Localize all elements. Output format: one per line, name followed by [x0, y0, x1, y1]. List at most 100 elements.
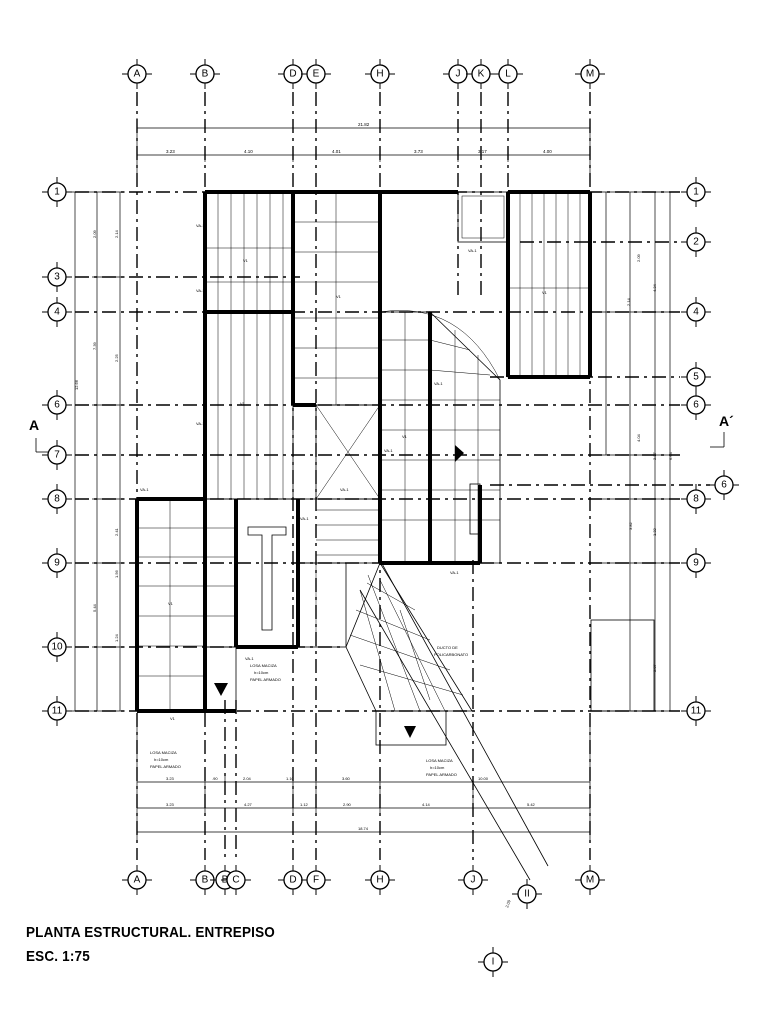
dim-right-6: 2.07: [652, 663, 657, 672]
svg-text:11: 11: [691, 706, 702, 717]
svg-text:A: A: [134, 875, 141, 886]
dim-bot2-2: 1.12: [300, 802, 309, 807]
dim-bot1-0: 3.23: [166, 776, 175, 781]
svg-text:9: 9: [693, 558, 699, 569]
losa-note-1b: h=10cm: [154, 757, 169, 762]
joist-label: V1: [402, 434, 408, 439]
beam-labels: VA-1 VA-1 VA-1 VA-1 VA-1 VA-1 VA-1 VA-1 …: [140, 223, 548, 721]
dim-top-total: 21.82: [358, 122, 370, 127]
dim-bot2-3: 2.90: [343, 802, 352, 807]
axis-bubble-top: B: [190, 59, 220, 89]
dim-left-4: 2.41: [114, 527, 119, 536]
losa-note-1c: PAPEL ARMADO: [150, 764, 181, 769]
dim-bot2-5: 5.42: [527, 802, 536, 807]
svg-text:E: E: [313, 69, 320, 80]
axis-bubble-bottom: II: [512, 879, 542, 909]
dim-bot1-4: 3.60: [342, 776, 351, 781]
ducto-note-1: DUCTO DE: [437, 645, 458, 650]
joist-label: V1: [243, 258, 249, 263]
beam-label: VA-1: [340, 487, 349, 492]
axis-bubble-bottom: C: [221, 865, 251, 895]
svg-text:K: K: [478, 69, 485, 80]
svg-text:4: 4: [54, 307, 60, 318]
beam-label: VA-1: [434, 381, 443, 386]
svg-text:6: 6: [54, 400, 60, 411]
dim-top-4: 3.17: [478, 149, 487, 154]
axis-bubble-left: 3: [42, 262, 72, 292]
beam-label: VA-1: [384, 448, 393, 453]
svg-text:L: L: [505, 69, 511, 80]
axis-bubble-bottom: A: [122, 865, 152, 895]
joist-label: V1: [168, 601, 174, 606]
dim-left-7: 1.24: [114, 633, 119, 642]
axis-bubble-top: A: [122, 59, 152, 89]
axis-bubble-top: K: [466, 59, 496, 89]
svg-text:8: 8: [54, 494, 60, 505]
axis-bubble-right: 8: [681, 484, 711, 514]
dim-left-6: 5.44: [92, 603, 97, 612]
dim-right-4: 3.82: [628, 521, 633, 530]
dim-bot1-1: .90: [212, 776, 218, 781]
losa-note-2a: LOSA MACIZA: [250, 663, 277, 668]
axis-bubble-top: J: [443, 59, 473, 89]
svg-text:C: C: [232, 875, 239, 886]
section-mark-left: A: [29, 417, 39, 433]
dim-left-2: 7.39: [92, 341, 97, 350]
top-dimension-chains: [136, 118, 591, 185]
axis-bubble-right: 2: [681, 227, 711, 257]
beam-label: VA-1: [196, 421, 205, 426]
axis-bubble-left: 10: [42, 632, 72, 662]
axis-bubble-left: 9: [42, 548, 72, 578]
axis-bubble-bottom: F: [301, 865, 331, 895]
svg-text:M: M: [586, 875, 594, 886]
svg-text:7: 7: [54, 450, 60, 461]
dim-bot2-4: 4.14: [422, 802, 431, 807]
beams: [135, 190, 592, 713]
svg-text:M: M: [586, 69, 594, 80]
losa-note-3b: h=10cm: [430, 765, 445, 770]
axis-bubble-left: 11: [42, 696, 72, 726]
axis-bubble-bottom: M: [575, 865, 605, 895]
left-dimension-chains: [70, 191, 125, 712]
dim-top-2: 4.01: [332, 149, 341, 154]
beam-label: VA-1: [140, 487, 149, 492]
svg-text:I: I: [492, 957, 495, 968]
axis-bubble-left: 6: [42, 390, 72, 420]
axis-bubble-bottom: I: [478, 947, 508, 977]
section-mark-right: A´: [719, 413, 734, 429]
losa-note-2c: PAPEL ARMADO: [250, 677, 281, 682]
svg-text:1: 1: [54, 187, 60, 198]
dim-left-3: 2.25: [114, 353, 119, 362]
svg-text:II: II: [524, 889, 530, 900]
dim-bot-total: 18.74: [358, 826, 369, 831]
ducto-note-2: POLICARBONATO: [434, 652, 468, 657]
dim-left-1: 2.09: [92, 229, 97, 238]
svg-text:11: 11: [52, 706, 63, 717]
losa-note-1a: LOSA MACIZA: [150, 750, 177, 755]
svg-text:1: 1: [693, 187, 699, 198]
dim-right-3: 4.04: [636, 433, 641, 442]
beam-label: VA-1: [300, 516, 309, 521]
dim-top-3: 3.73: [414, 149, 423, 154]
axis-bubble-top: H: [365, 59, 395, 89]
dim-bot1-2: 2.04: [243, 776, 252, 781]
svg-text:3: 3: [54, 272, 60, 283]
axis-bubble-left: 1: [42, 177, 72, 207]
svg-text:9: 9: [54, 558, 60, 569]
axis-bubble-left: 4: [42, 297, 72, 327]
svg-text:6: 6: [721, 480, 727, 491]
axis-bubble-top: E: [301, 59, 331, 89]
right-dimension-chains: [590, 191, 675, 712]
dim-top-1: 4.10: [244, 149, 253, 154]
svg-text:J: J: [471, 875, 476, 886]
dim-bot1-5: 10.00: [478, 776, 489, 781]
dim-bot2-0: 3.23: [166, 802, 175, 807]
bottom-dimension-chains: [136, 720, 591, 840]
dim-left-5: 1.56: [114, 569, 119, 578]
axis-bubble-bottom: H: [365, 865, 395, 895]
dim-right-7: 6.64: [668, 451, 673, 460]
svg-text:F: F: [313, 875, 319, 886]
dim-top-5: 4.00: [543, 149, 552, 154]
